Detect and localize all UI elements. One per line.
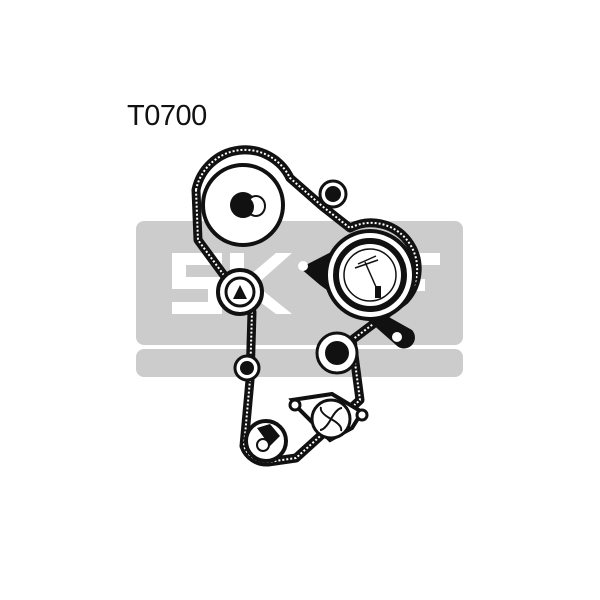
- water-pump: [288, 391, 369, 443]
- idler-left: [216, 268, 264, 316]
- idler-small-left: [233, 354, 261, 382]
- tensioner: [298, 229, 416, 349]
- idler-right-lower: [315, 331, 359, 375]
- idler-top-right: [318, 179, 348, 209]
- part-number-title: T0700: [127, 100, 207, 132]
- crankshaft-pulley: [244, 419, 288, 463]
- camshaft-pulley: [201, 163, 285, 247]
